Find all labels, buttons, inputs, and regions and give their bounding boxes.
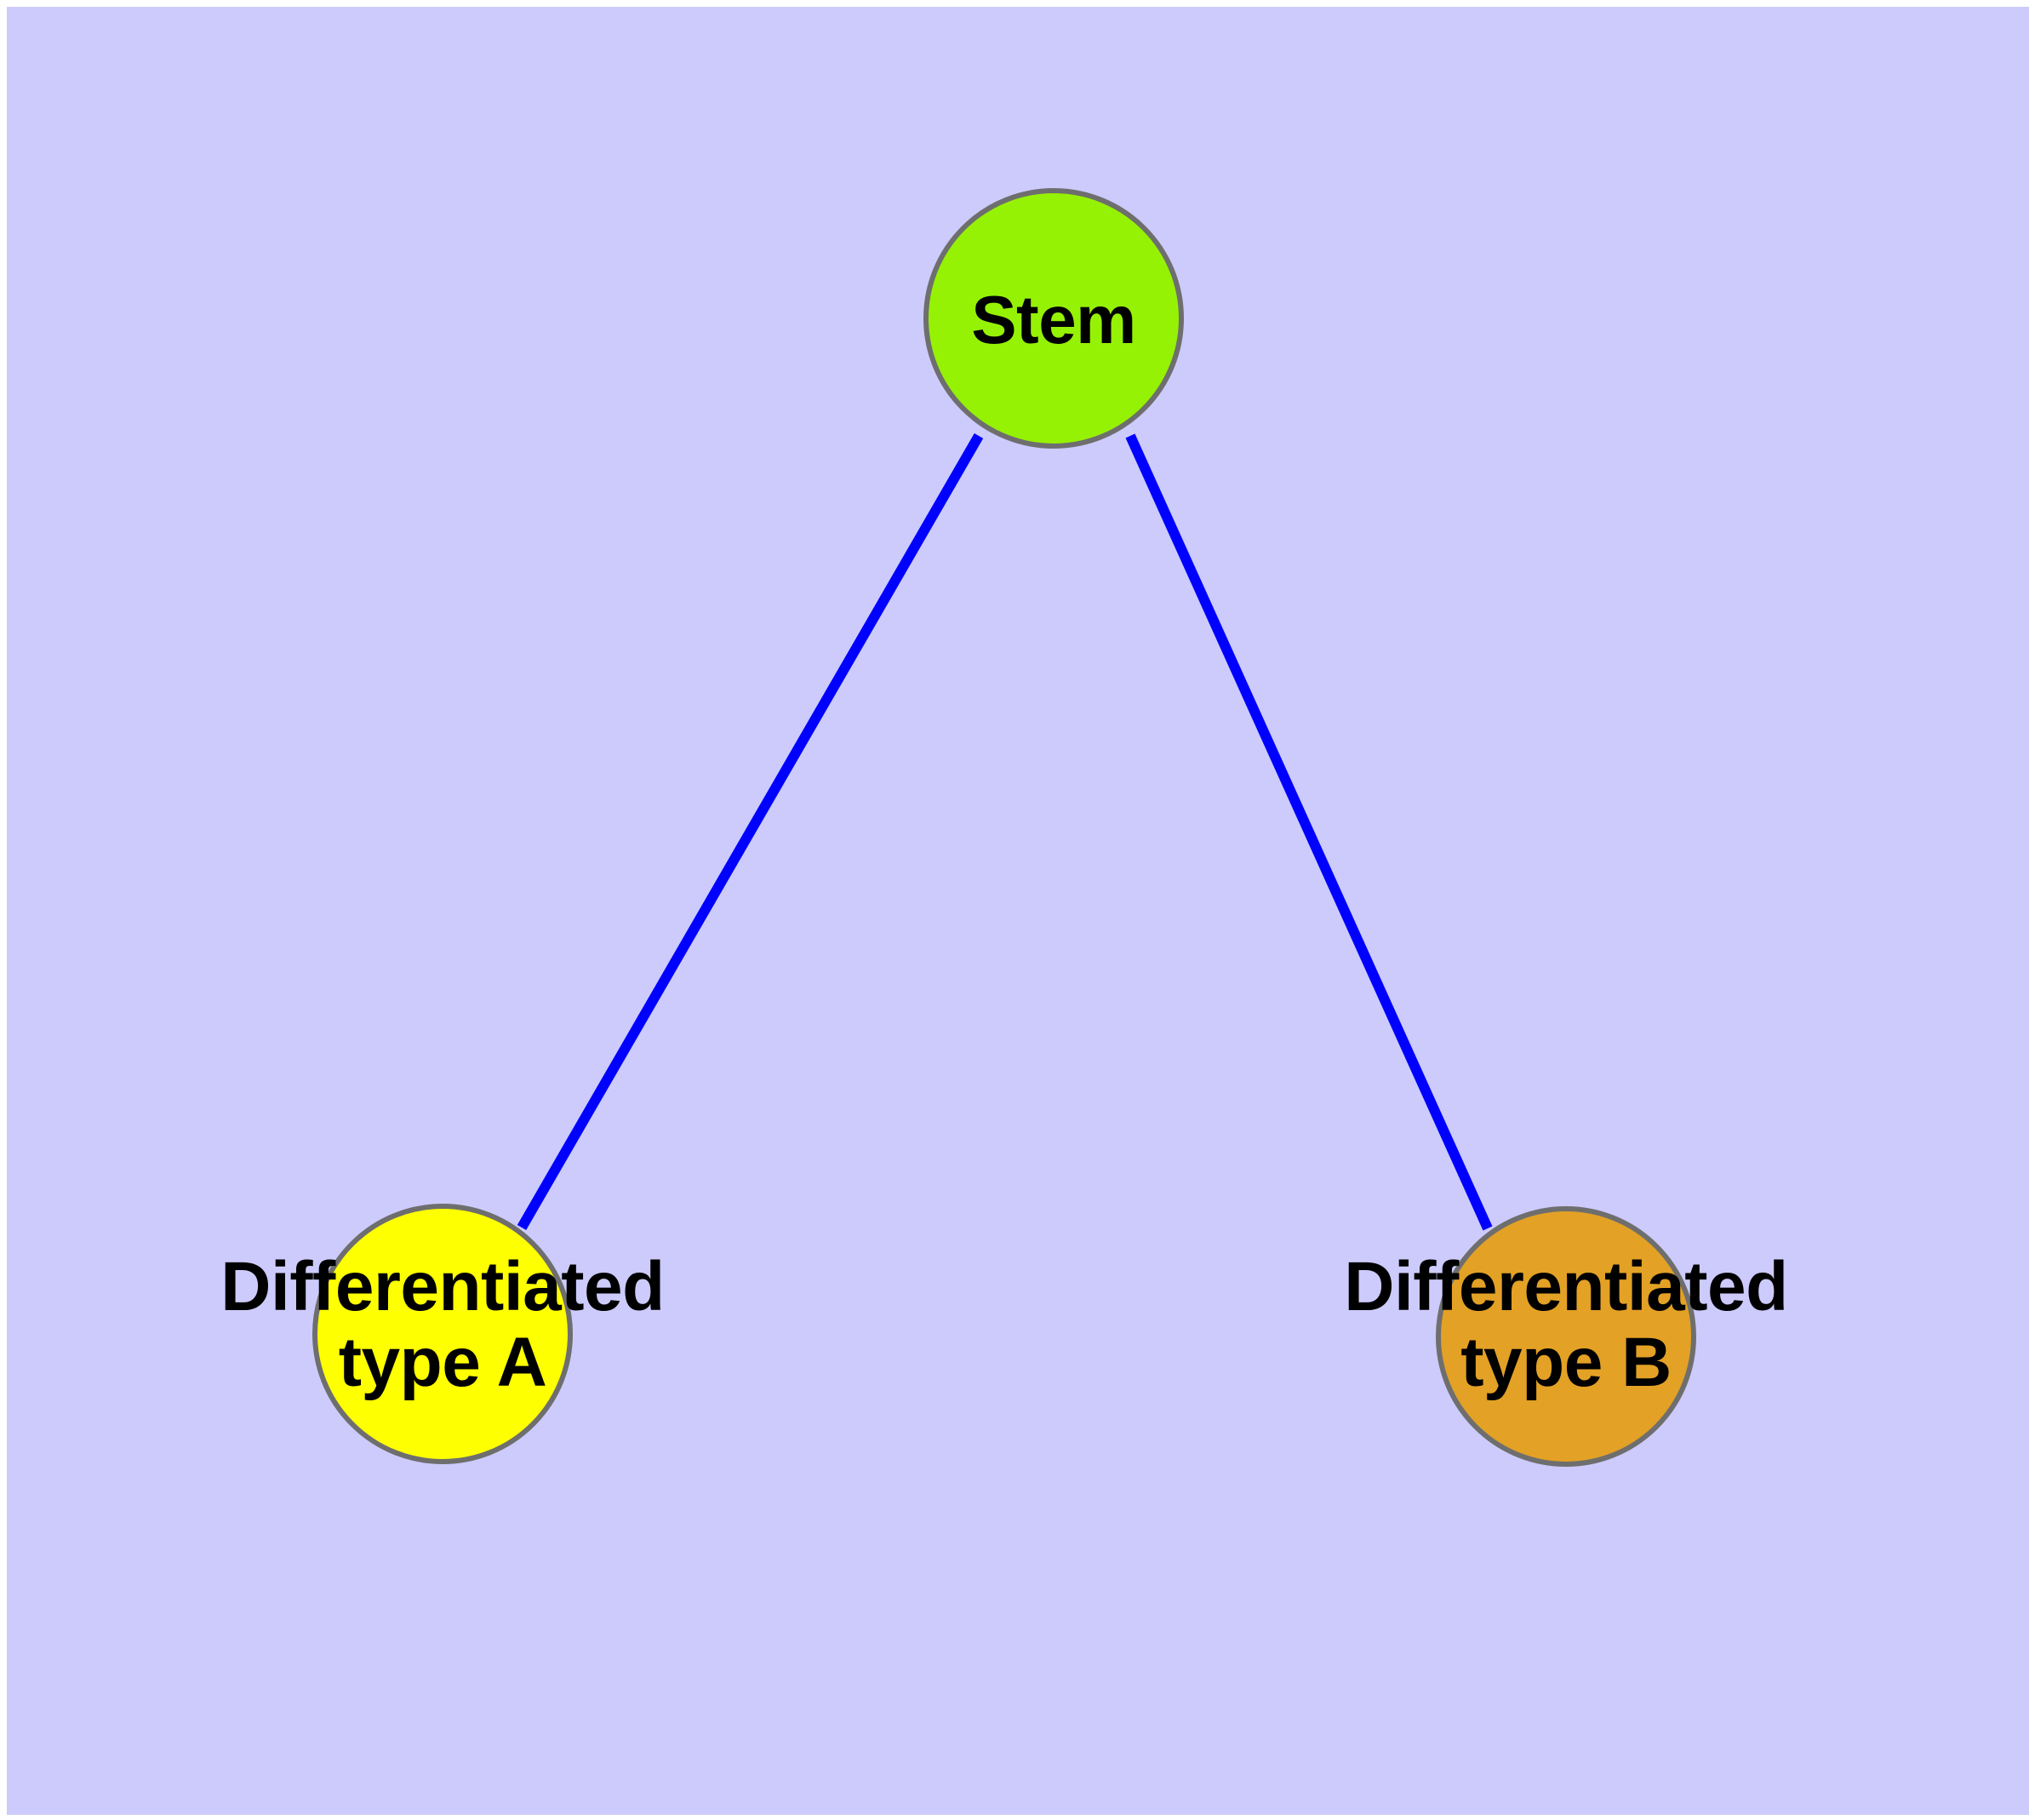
node-differentiated-type-b[interactable] xyxy=(1436,1206,1696,1467)
edge-stem-to-differentiated-type-a xyxy=(517,432,984,1231)
node-differentiated-type-a[interactable] xyxy=(312,1204,573,1464)
edge-stem-to-differentiated-type-b xyxy=(1125,433,1493,1231)
node-stem[interactable] xyxy=(923,188,1184,449)
